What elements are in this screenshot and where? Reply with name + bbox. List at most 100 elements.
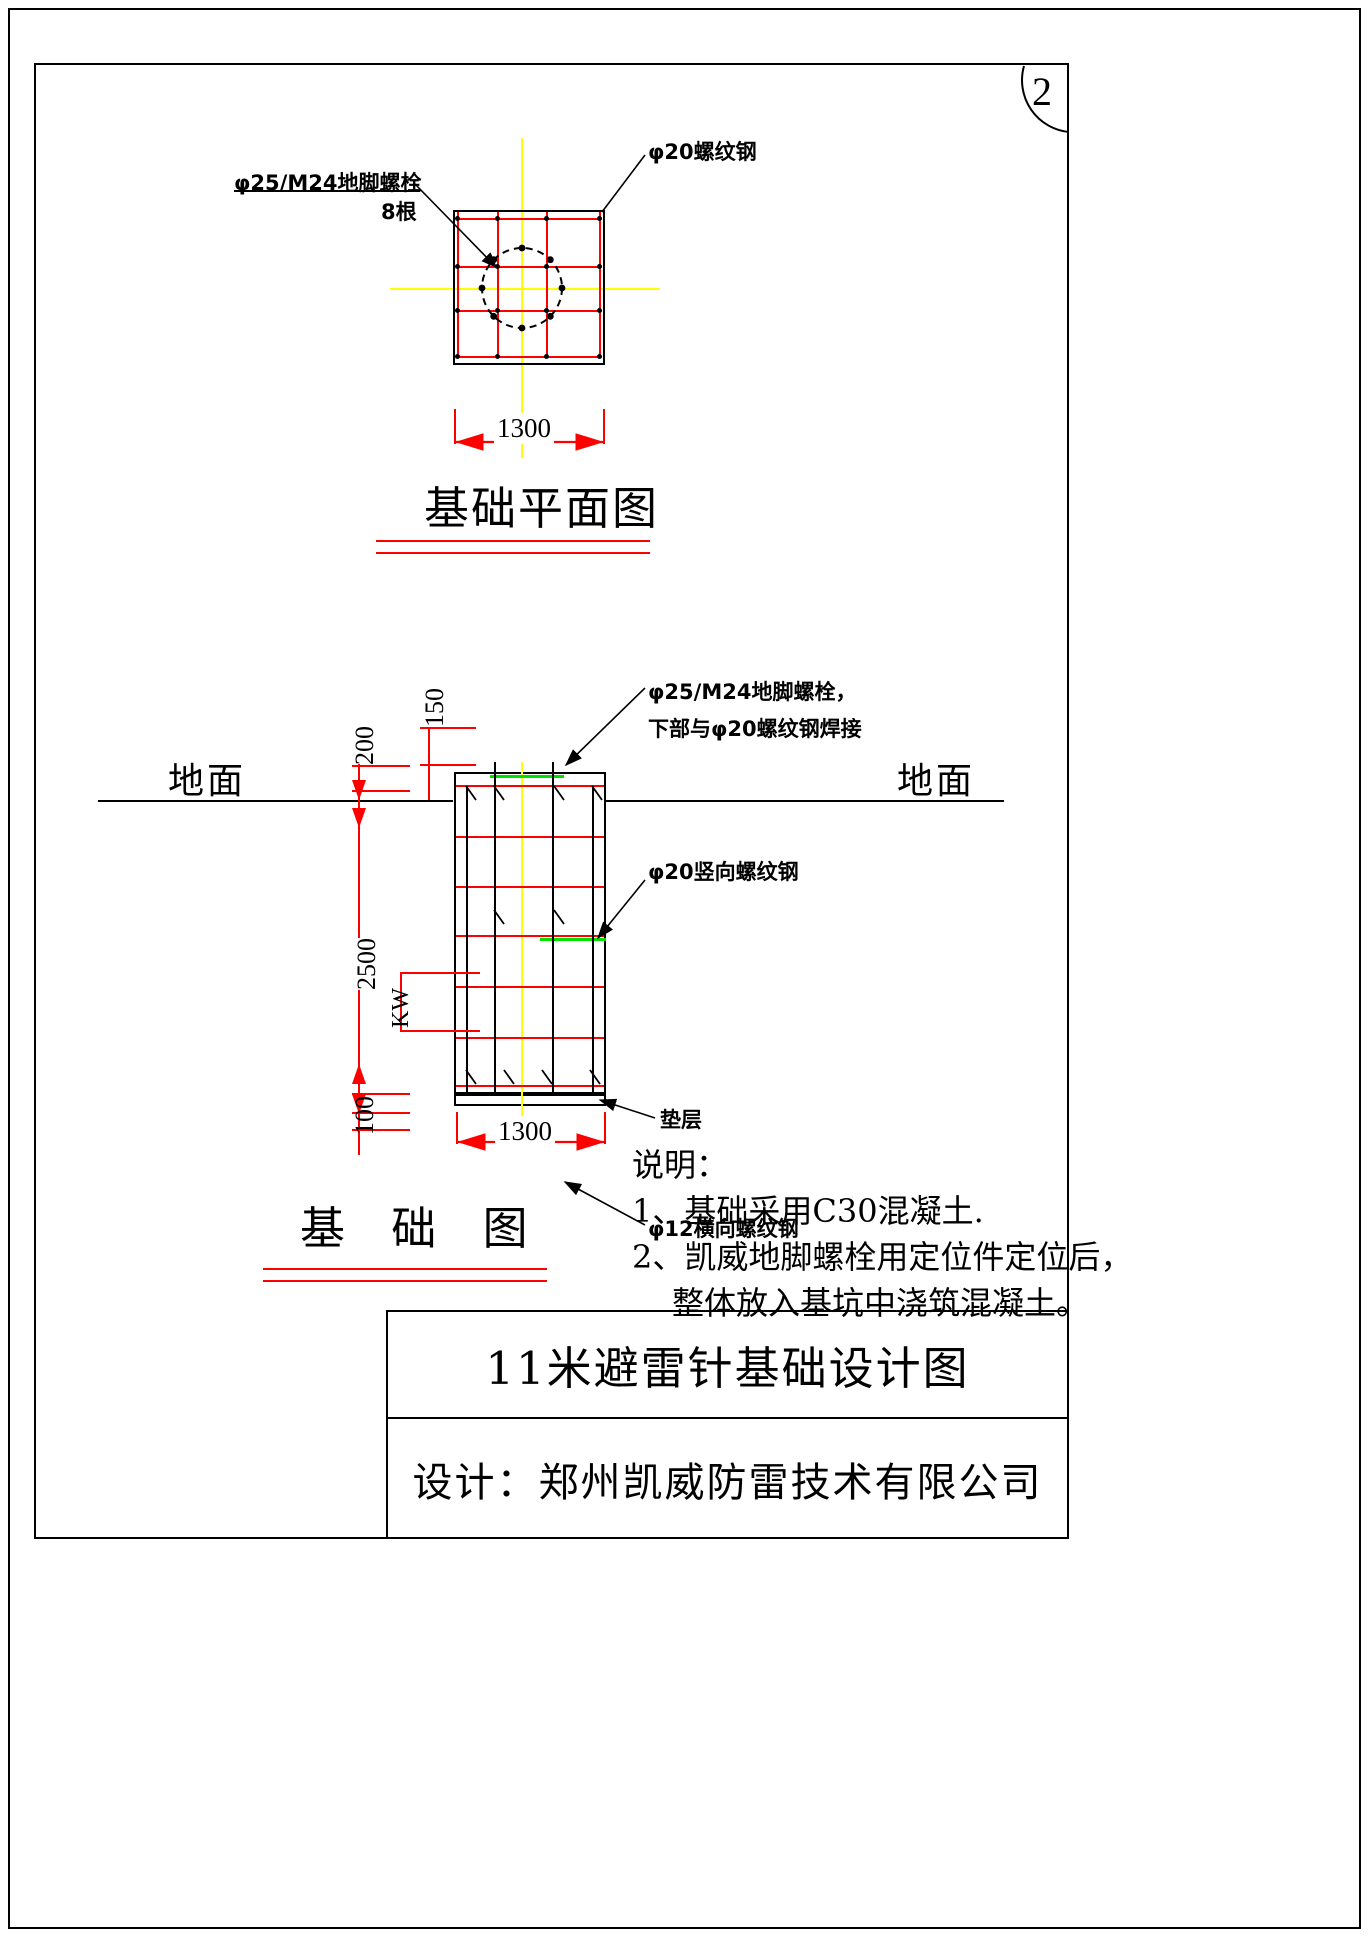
plan-width-dimension-text: 1300	[494, 413, 554, 444]
title-block: 11米避雷针基础设计图 设计：郑州凯威防雷技术有限公司	[386, 1310, 1069, 1539]
plan-rebar-v-2	[497, 212, 499, 358]
hook-tick	[589, 1069, 601, 1085]
dim-150-tick-top	[420, 727, 476, 729]
notes-heading: 说明：	[632, 1146, 729, 1184]
ground-label-right: 地面	[897, 761, 976, 802]
ground-label-left: 地面	[168, 761, 247, 802]
section-h-rebar	[456, 986, 604, 988]
plan-centerline-vertical	[521, 138, 523, 458]
hook-tick	[553, 909, 565, 925]
section-dim-ext-left	[456, 1112, 458, 1144]
ground-line-left	[98, 800, 453, 802]
plan-node-dot	[495, 308, 500, 313]
plan-anchor-bolt-leader	[414, 183, 498, 269]
plan-node-dot	[455, 354, 460, 359]
sheet-number-text: 2	[1032, 69, 1052, 114]
sheet-number-bubble: 2	[1021, 64, 1070, 133]
plan-node-dot	[455, 216, 460, 221]
plan-node-dot	[495, 216, 500, 221]
notes-item-3: 整体放入基坑中浇筑混凝土。	[672, 1284, 1089, 1322]
hook-tick	[541, 1069, 553, 1085]
dim-150-tick-bot	[420, 764, 476, 766]
section-anchor-bolt-label-line2: 下部与φ20螺纹钢焊接	[648, 717, 862, 741]
plan-node-dot	[455, 264, 460, 269]
anchor-bolt-stem	[552, 762, 554, 1094]
section-width-dimension-text: 1300	[495, 1116, 555, 1147]
plan-leaders	[414, 154, 646, 269]
section-vertical-rebar-leader	[596, 879, 646, 940]
dim-kw-line-v	[400, 972, 402, 1032]
section-leaders	[563, 687, 656, 1226]
plan-dim-ext-right	[603, 409, 605, 444]
designer-line: 设计：郑州凯威防雷技术有限公司	[412, 1460, 1043, 1506]
dim-200-tick-bot	[352, 790, 410, 792]
ground-line-right	[604, 800, 1004, 802]
section-h-rebar	[456, 785, 604, 787]
drawing-title: 11米避雷针基础设计图	[485, 1342, 970, 1395]
plan-centerline-horizontal	[390, 288, 660, 290]
plan-rebar-h-4	[456, 356, 602, 358]
section-h-rebar	[456, 836, 604, 838]
dim-150-text: 150	[420, 688, 449, 727]
plan-bolt-dot	[518, 324, 526, 332]
plan-dim-ext-left	[454, 409, 456, 444]
hook-tick	[591, 785, 603, 801]
section-cushion-label: 垫层	[660, 1108, 702, 1132]
dim-kw-text: KW	[388, 988, 414, 1028]
dim-200-arrows	[352, 764, 366, 800]
plan-node-dot	[597, 216, 602, 221]
plan-bolt-dot	[546, 312, 554, 320]
hook-tick	[465, 1069, 477, 1085]
weld-mark-top	[490, 775, 564, 778]
section-dim-ext-right	[604, 1112, 606, 1144]
section-anchor-bolt-leader	[564, 687, 646, 767]
sheet-number-arc	[1021, 65, 1070, 133]
section-title-underline-1	[263, 1268, 547, 1270]
dim-2500-text: 2500	[350, 938, 384, 990]
plan-rebar-v-4	[599, 212, 601, 358]
section-view-title: 基 础 图	[300, 1202, 544, 1255]
plan-node-dot	[495, 264, 500, 269]
plan-title-underline-2	[376, 552, 650, 554]
dim-100-arrows	[352, 1094, 366, 1114]
plan-view-title: 基础平面图	[424, 482, 660, 535]
section-cushion-leader	[598, 1098, 656, 1119]
section-hooks	[465, 785, 603, 1085]
plan-bolt-dot	[546, 256, 554, 264]
section-h-rebar	[456, 935, 604, 937]
plan-rebar-v-3	[546, 212, 548, 358]
hook-tick	[465, 785, 477, 801]
plan-anchor-bolt-label-underline	[234, 190, 420, 192]
title-block-divider	[388, 1417, 1067, 1419]
plan-node-dot	[597, 308, 602, 313]
plan-foundation-outline	[453, 210, 605, 365]
section-anchor-bolt-label-line1: φ25/M24地脚螺栓，	[648, 680, 857, 704]
plan-node-dot	[544, 264, 549, 269]
plan-title-underline-1	[376, 540, 650, 542]
section-h-rebar	[456, 1085, 604, 1087]
plan-node-dot	[544, 354, 549, 359]
notes-item-2: 2、凯威地脚螺栓用定位件定位后，	[632, 1238, 1133, 1276]
plan-node-dot	[455, 308, 460, 313]
section-centerline	[521, 762, 523, 1112]
plan-rebar-v-1	[457, 212, 459, 358]
vertical-rebar	[592, 786, 594, 1094]
plan-node-dot	[544, 216, 549, 221]
hook-tick	[493, 785, 505, 801]
plan-bolt-dot	[490, 312, 498, 320]
dim-100-text: 100	[350, 1096, 379, 1135]
dim-2500-tick-bot	[352, 1093, 410, 1095]
plan-rebar-label: φ20螺纹钢	[648, 140, 757, 164]
section-h-rebar	[456, 1037, 604, 1039]
section-h-rebar	[456, 886, 604, 888]
dim-100-tick-bot	[352, 1129, 410, 1131]
plan-bolt-dot	[558, 284, 566, 292]
plan-node-dot	[597, 354, 602, 359]
dim-kw-line-bot	[400, 1030, 480, 1032]
weld-mark-mid	[540, 938, 606, 941]
anchor-bolt-stem	[494, 762, 496, 1094]
plan-rebar-leader	[601, 154, 646, 213]
plan-anchor-bolt-label-line1: φ25/M24地脚螺栓	[234, 171, 422, 195]
plan-bolt-dot	[478, 284, 486, 292]
